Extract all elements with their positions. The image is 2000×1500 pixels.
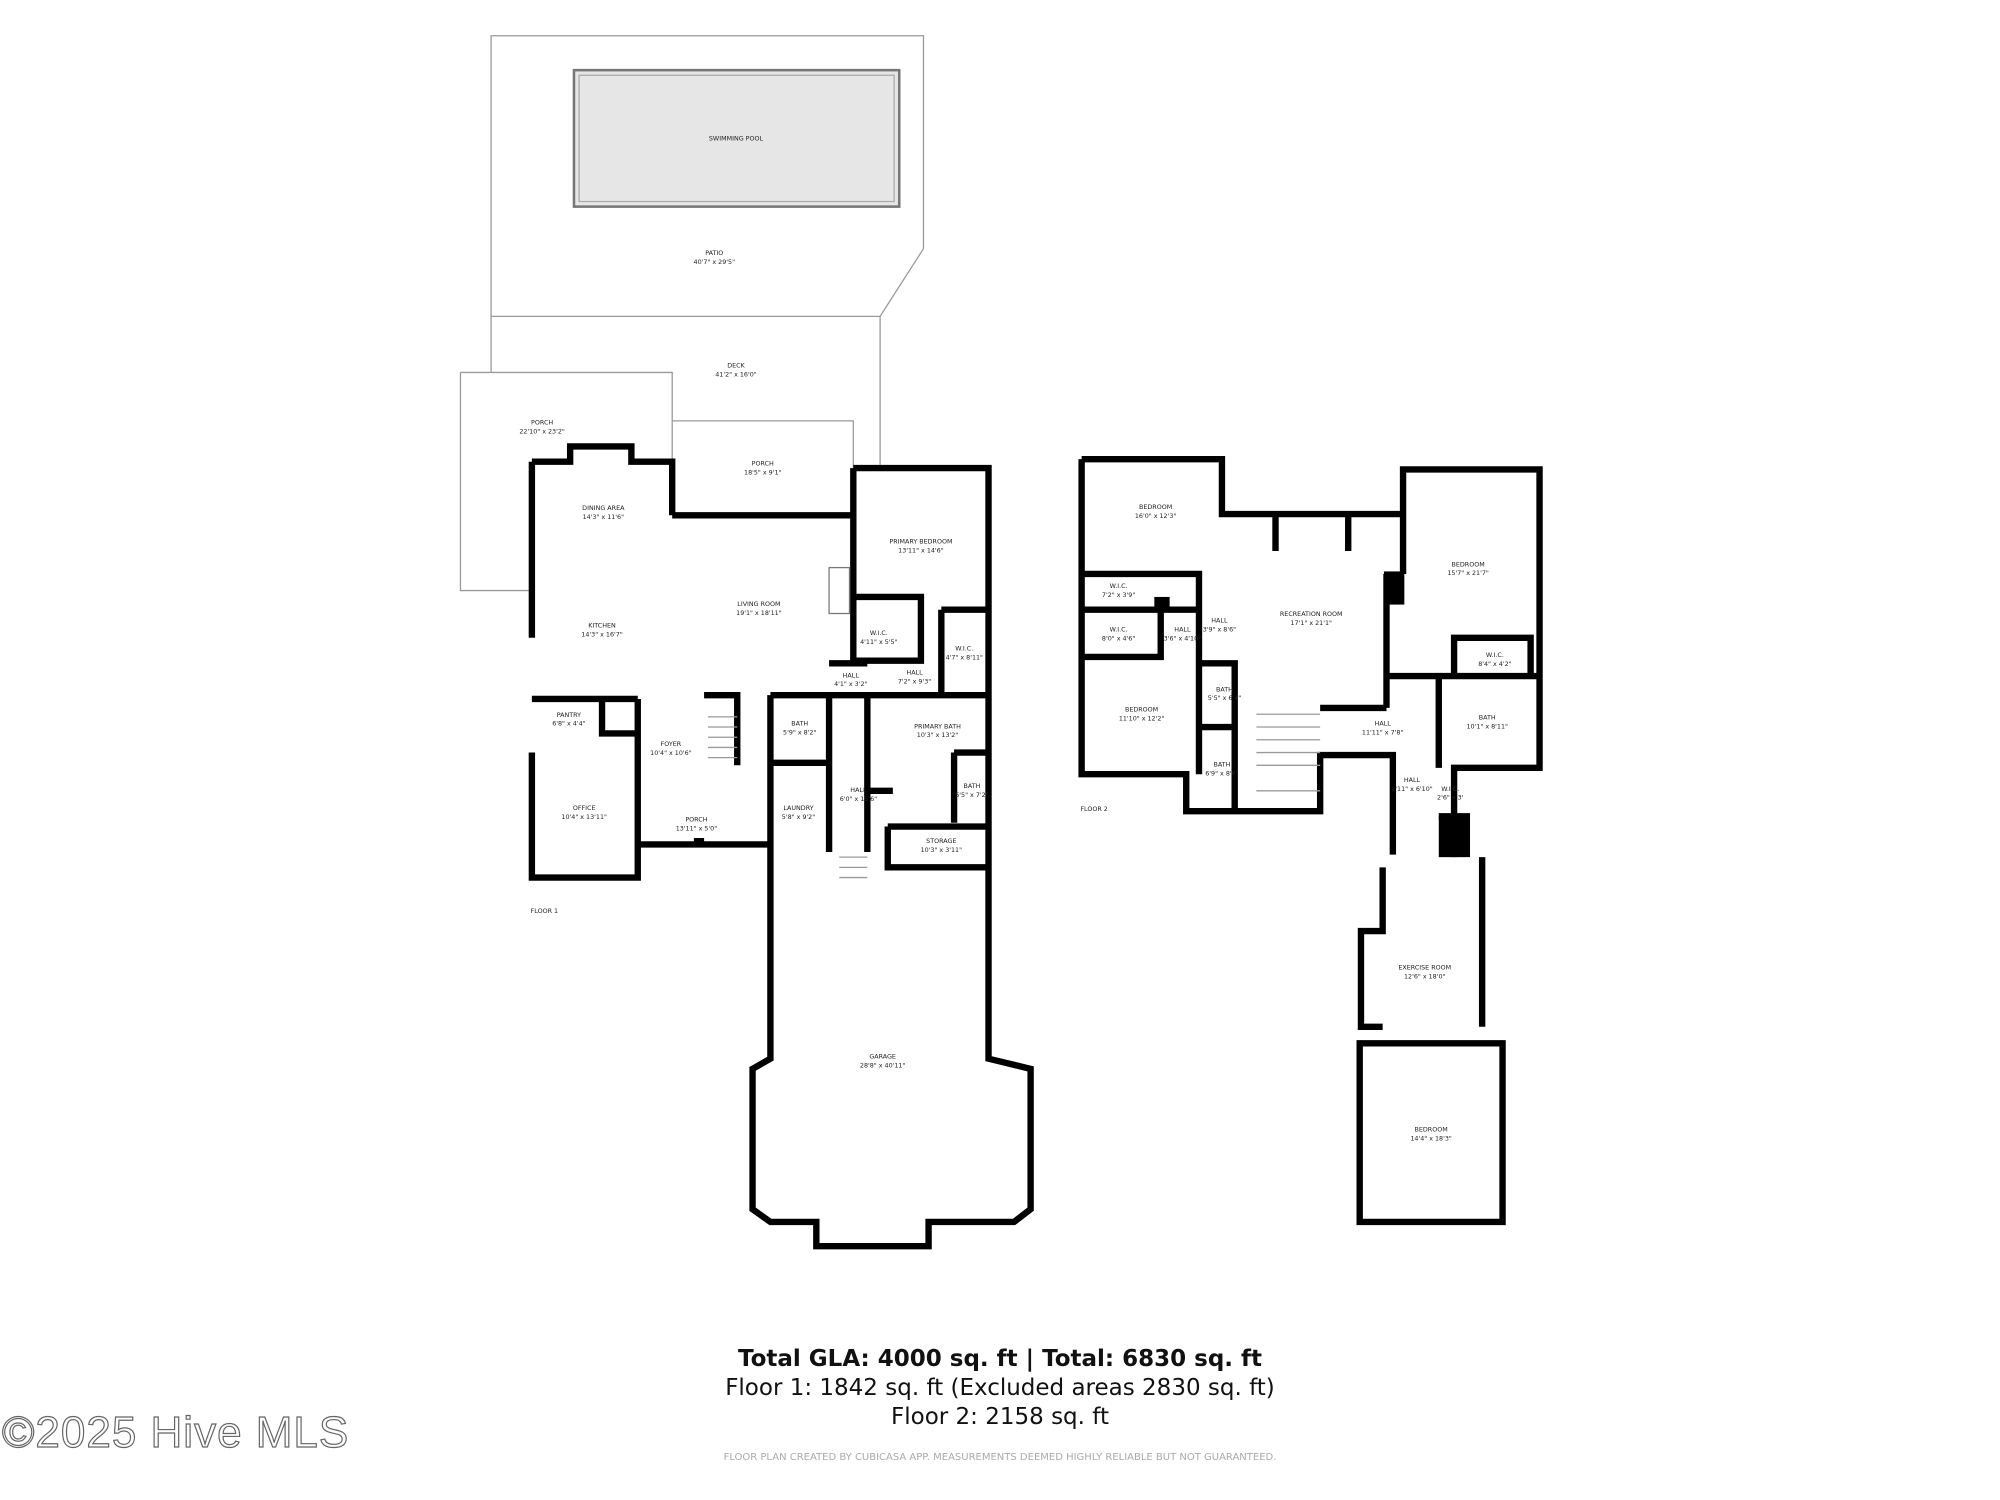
room-dimensions: 3'6" x 4'10": [1164, 634, 1201, 642]
room-name: PORCH: [685, 815, 707, 823]
floor1-area: Floor 1: 1842 sq. ft (Excluded areas 283…: [725, 1375, 1275, 1401]
room-name: GARAGE: [869, 1053, 896, 1061]
room-dimensions: 10'4" x 13'11": [561, 813, 607, 821]
room-name: EXERCISE ROOM: [1398, 963, 1451, 971]
total-area: Total GLA: 4000 sq. ft | Total: 6830 sq.…: [737, 1346, 1263, 1372]
room-dimensions: 11'10" x 12'2": [1119, 715, 1165, 723]
room-name: FOYER: [661, 740, 682, 748]
floor2-area: Floor 2: 2158 sq. ft: [891, 1404, 1109, 1430]
room-name: HALL: [850, 786, 867, 794]
room-name: PORCH: [531, 419, 553, 427]
room-name: BEDROOM: [1125, 706, 1158, 714]
room-name: RECREATION ROOM: [1280, 610, 1343, 618]
room-dimensions: 10'3" x 13'2": [917, 731, 959, 739]
room-name: PATIO: [705, 249, 723, 257]
room-dimensions: 3'9" x 8'6": [1203, 625, 1236, 633]
room-name: BEDROOM: [1139, 503, 1172, 511]
room-name: BEDROOM: [1415, 1125, 1448, 1133]
room-dimensions: 11'11" x 7'8": [1362, 729, 1404, 737]
room-dimensions: 2'11" x 6'10": [1391, 785, 1433, 793]
floor1-label: FLOOR 1: [531, 907, 558, 915]
room-dimensions: 6'9" x 8'6": [1205, 770, 1238, 778]
room-name: HALL: [1404, 776, 1421, 784]
room-name: PANTRY: [557, 711, 581, 719]
room-name: DECK: [727, 361, 745, 369]
room-dimensions: 19'1" x 18'11": [736, 609, 782, 617]
room-dimensions: 14'4" x 18'3": [1410, 1134, 1452, 1142]
room-name: BATH: [963, 782, 980, 790]
room-dimensions: 7'2" x 9'3": [898, 678, 931, 686]
room-name: LIVING ROOM: [737, 600, 780, 608]
room-dimensions: 6'8" x 4'4": [552, 720, 585, 728]
room-dimensions: 8'0" x 4'6": [1102, 634, 1135, 642]
room-dimensions: 4'7" x 8'11": [946, 653, 983, 661]
room-name: BATH: [1479, 713, 1496, 721]
watermark: ©2025 Hive MLS: [1, 1407, 350, 1457]
room-name: BATH: [1213, 761, 1230, 769]
room-dimensions: 18'5" x 9'1": [744, 468, 781, 476]
room-name: DINING AREA: [582, 504, 625, 512]
room-name: W.I.C.: [1486, 651, 1504, 659]
room-name: HALL: [906, 669, 923, 677]
room-name: STORAGE: [926, 837, 956, 845]
room-dimensions: 10'1" x 8'11": [1467, 722, 1509, 730]
room-name: SWIMMING POOL: [709, 134, 764, 142]
room-dimensions: 13'11" x 5'0": [676, 824, 718, 832]
room-dimensions: 5'5" x 6'4": [1208, 694, 1241, 702]
room-dimensions: 8'4" x 4'2": [1478, 660, 1511, 668]
room-dimensions: 10'4" x 10'6": [650, 749, 692, 757]
room-dimensions: 12'6" x 18'0": [1404, 972, 1446, 980]
room-name: W.I.C.: [955, 645, 973, 653]
room-name: LAUNDRY: [783, 804, 813, 812]
room-dimensions: 6'0" x 15'6": [840, 795, 877, 803]
room-name: W.I.C.: [1110, 625, 1128, 633]
room-dimensions: 4'11" x 5'5": [860, 638, 897, 646]
floor2-label: FLOOR 2: [1080, 805, 1107, 813]
room-name: OFFICE: [573, 804, 596, 812]
room-name: HALL: [1174, 625, 1191, 633]
floor1-walls: [528, 443, 1034, 1250]
room-name: W.I.C.: [1441, 785, 1459, 793]
room-dimensions: 7'2" x 3'9": [1102, 591, 1135, 599]
room-dimensions: 40'7" x 29'5": [694, 258, 736, 266]
room-name: KITCHEN: [588, 622, 616, 630]
room-dimensions: 17'1" x 21'1": [1291, 619, 1333, 627]
room-name: PORCH: [752, 460, 774, 468]
room-dimensions: 15'7" x 21'7": [1447, 569, 1489, 577]
room-name: BATH: [1216, 685, 1233, 693]
room-dimensions: 5'9" x 8'2": [783, 729, 816, 737]
room-dimensions: 14'3" x 16'7": [581, 630, 623, 638]
room-name: W.I.C.: [870, 629, 888, 637]
room-name: BEDROOM: [1452, 560, 1485, 568]
room-name: HALL: [1375, 720, 1392, 728]
room-dimensions: 13'11" x 14'6": [898, 546, 944, 554]
disclaimer: FLOOR PLAN CREATED BY CUBICASA APP. MEAS…: [723, 1452, 1277, 1463]
room-dimensions: 5'5" x 7'2": [955, 791, 988, 799]
room-dimensions: 22'10" x 23'2": [519, 428, 565, 436]
room-name: HALL: [1211, 616, 1228, 624]
room-name: HALL: [843, 671, 860, 679]
room-dimensions: 5'8" x 9'2": [782, 813, 815, 821]
room-dimensions: 4'1" x 3'2": [834, 680, 867, 688]
room-dimensions: 14'3" x 11'6": [583, 513, 625, 521]
room-name: W.I.C.: [1110, 582, 1128, 590]
floor2-walls: [1078, 455, 1543, 1226]
room-dimensions: 16'0" x 12'3": [1135, 512, 1177, 520]
room-dimensions: 41'2" x 16'0": [715, 370, 757, 378]
room-name: BATH: [791, 720, 808, 728]
room-dimensions: 28'8" x 40'11": [860, 1062, 906, 1070]
room-name: PRIMARY BEDROOM: [889, 537, 952, 545]
room-dimensions: 10'3" x 3'11": [921, 846, 963, 854]
room-dimensions: 2'6" x 3': [1437, 794, 1464, 802]
room-name: PRIMARY BATH: [914, 722, 961, 730]
floor1-outdoor: [459, 35, 925, 592]
